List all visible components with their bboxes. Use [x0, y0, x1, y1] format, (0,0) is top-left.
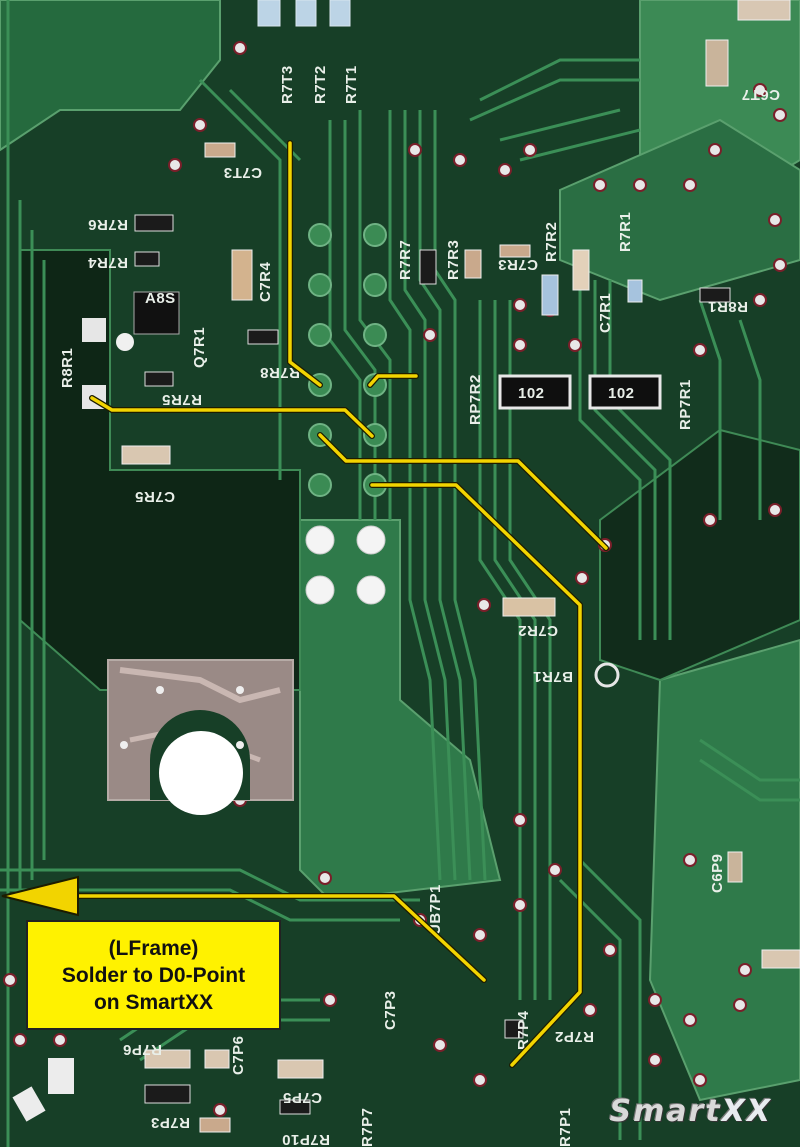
- label-r7p3: R7P3: [150, 1114, 190, 1131]
- label-c7r1: C7R1: [597, 293, 614, 333]
- wire-4: [318, 433, 608, 550]
- label-r7r8: R7R8: [260, 364, 300, 381]
- label-c7r2: C7R2: [518, 622, 558, 639]
- wire-1: [288, 141, 322, 387]
- smd-components: [12, 0, 800, 1133]
- label-r7p6: R7P6: [122, 1041, 162, 1058]
- logo-prefix: Smart: [609, 1094, 722, 1129]
- resistor-code-b: 102: [608, 385, 635, 402]
- label-r7p1: R7P1: [557, 1107, 574, 1147]
- annotation-line-3: on SmartXX: [93, 990, 214, 1014]
- label-c7p6: C7P6: [230, 1035, 247, 1075]
- label-r7t1: R7T1: [343, 65, 360, 104]
- label-r7t3: R7T3: [279, 65, 296, 104]
- label-r7r6: R7R6: [88, 216, 128, 233]
- label-c7r5: C7R5: [135, 488, 175, 505]
- arrow-left-icon: [1, 875, 79, 917]
- label-b7r1: B7R1: [533, 668, 573, 685]
- annotation-line-2: Solder to D0-Point: [61, 963, 246, 987]
- transistor-code: A8S: [145, 290, 176, 307]
- label-c7r4: C7R4: [257, 261, 274, 302]
- silkscreen: R7T3 R7T2 R7T1 C6T7 C7T3 R7R6 R7R4 C7R4 …: [59, 65, 780, 1147]
- logo-suffix: XX: [721, 1094, 772, 1129]
- label-c7r3: C7R3: [498, 256, 538, 273]
- label-r7r7: R7R7: [397, 240, 414, 280]
- label-r7r2: R7R2: [543, 222, 560, 262]
- label-rp7r2: RP7R2: [467, 374, 484, 425]
- label-r7r3: R7R3: [445, 240, 462, 280]
- label-rp7r1: RP7R1: [677, 379, 694, 430]
- wiring-overlay-yellow: [66, 141, 608, 1067]
- label-r7r1: R7R1: [617, 212, 634, 252]
- label-c6p9: C6P9: [709, 853, 726, 893]
- label-c7p3: C7P3: [382, 990, 399, 1030]
- wire-2: [368, 374, 418, 387]
- smartxx-logo: SmartXX: [609, 1094, 772, 1129]
- label-r8r1: R8R1: [59, 348, 76, 388]
- label-r7p7: R7P7: [359, 1107, 376, 1147]
- wire-lframe: [66, 894, 486, 982]
- label-r7t2: R7T2: [312, 65, 329, 104]
- label-r7p10: R7P10: [282, 1131, 330, 1147]
- label-r7p2: R7P2: [554, 1028, 594, 1045]
- label-ub7p1: UB7P1: [427, 884, 444, 935]
- annotation-line-1: (LFrame): [108, 936, 199, 960]
- resistor-code-a: 102: [518, 385, 545, 402]
- label-c6t7: C6T7: [741, 86, 780, 103]
- lframe-annotation: (LFrame) Solder to D0-Point on SmartXX: [26, 920, 281, 1030]
- copper-planes: [0, 0, 800, 1102]
- label-r7p4: R7P4: [515, 1010, 532, 1050]
- label-c7p5: C7P5: [282, 1089, 322, 1106]
- wire-5: [370, 483, 582, 1067]
- label-c7t3: C7T3: [223, 164, 262, 181]
- wire-3: [90, 396, 374, 438]
- label-r8r1-right: R8R1: [708, 298, 748, 315]
- label-r7r4: R7R4: [87, 254, 128, 271]
- label-q7r1: Q7R1: [191, 327, 208, 368]
- label-r7r5: R7R5: [162, 391, 202, 408]
- heatsink-pad: [107, 659, 294, 815]
